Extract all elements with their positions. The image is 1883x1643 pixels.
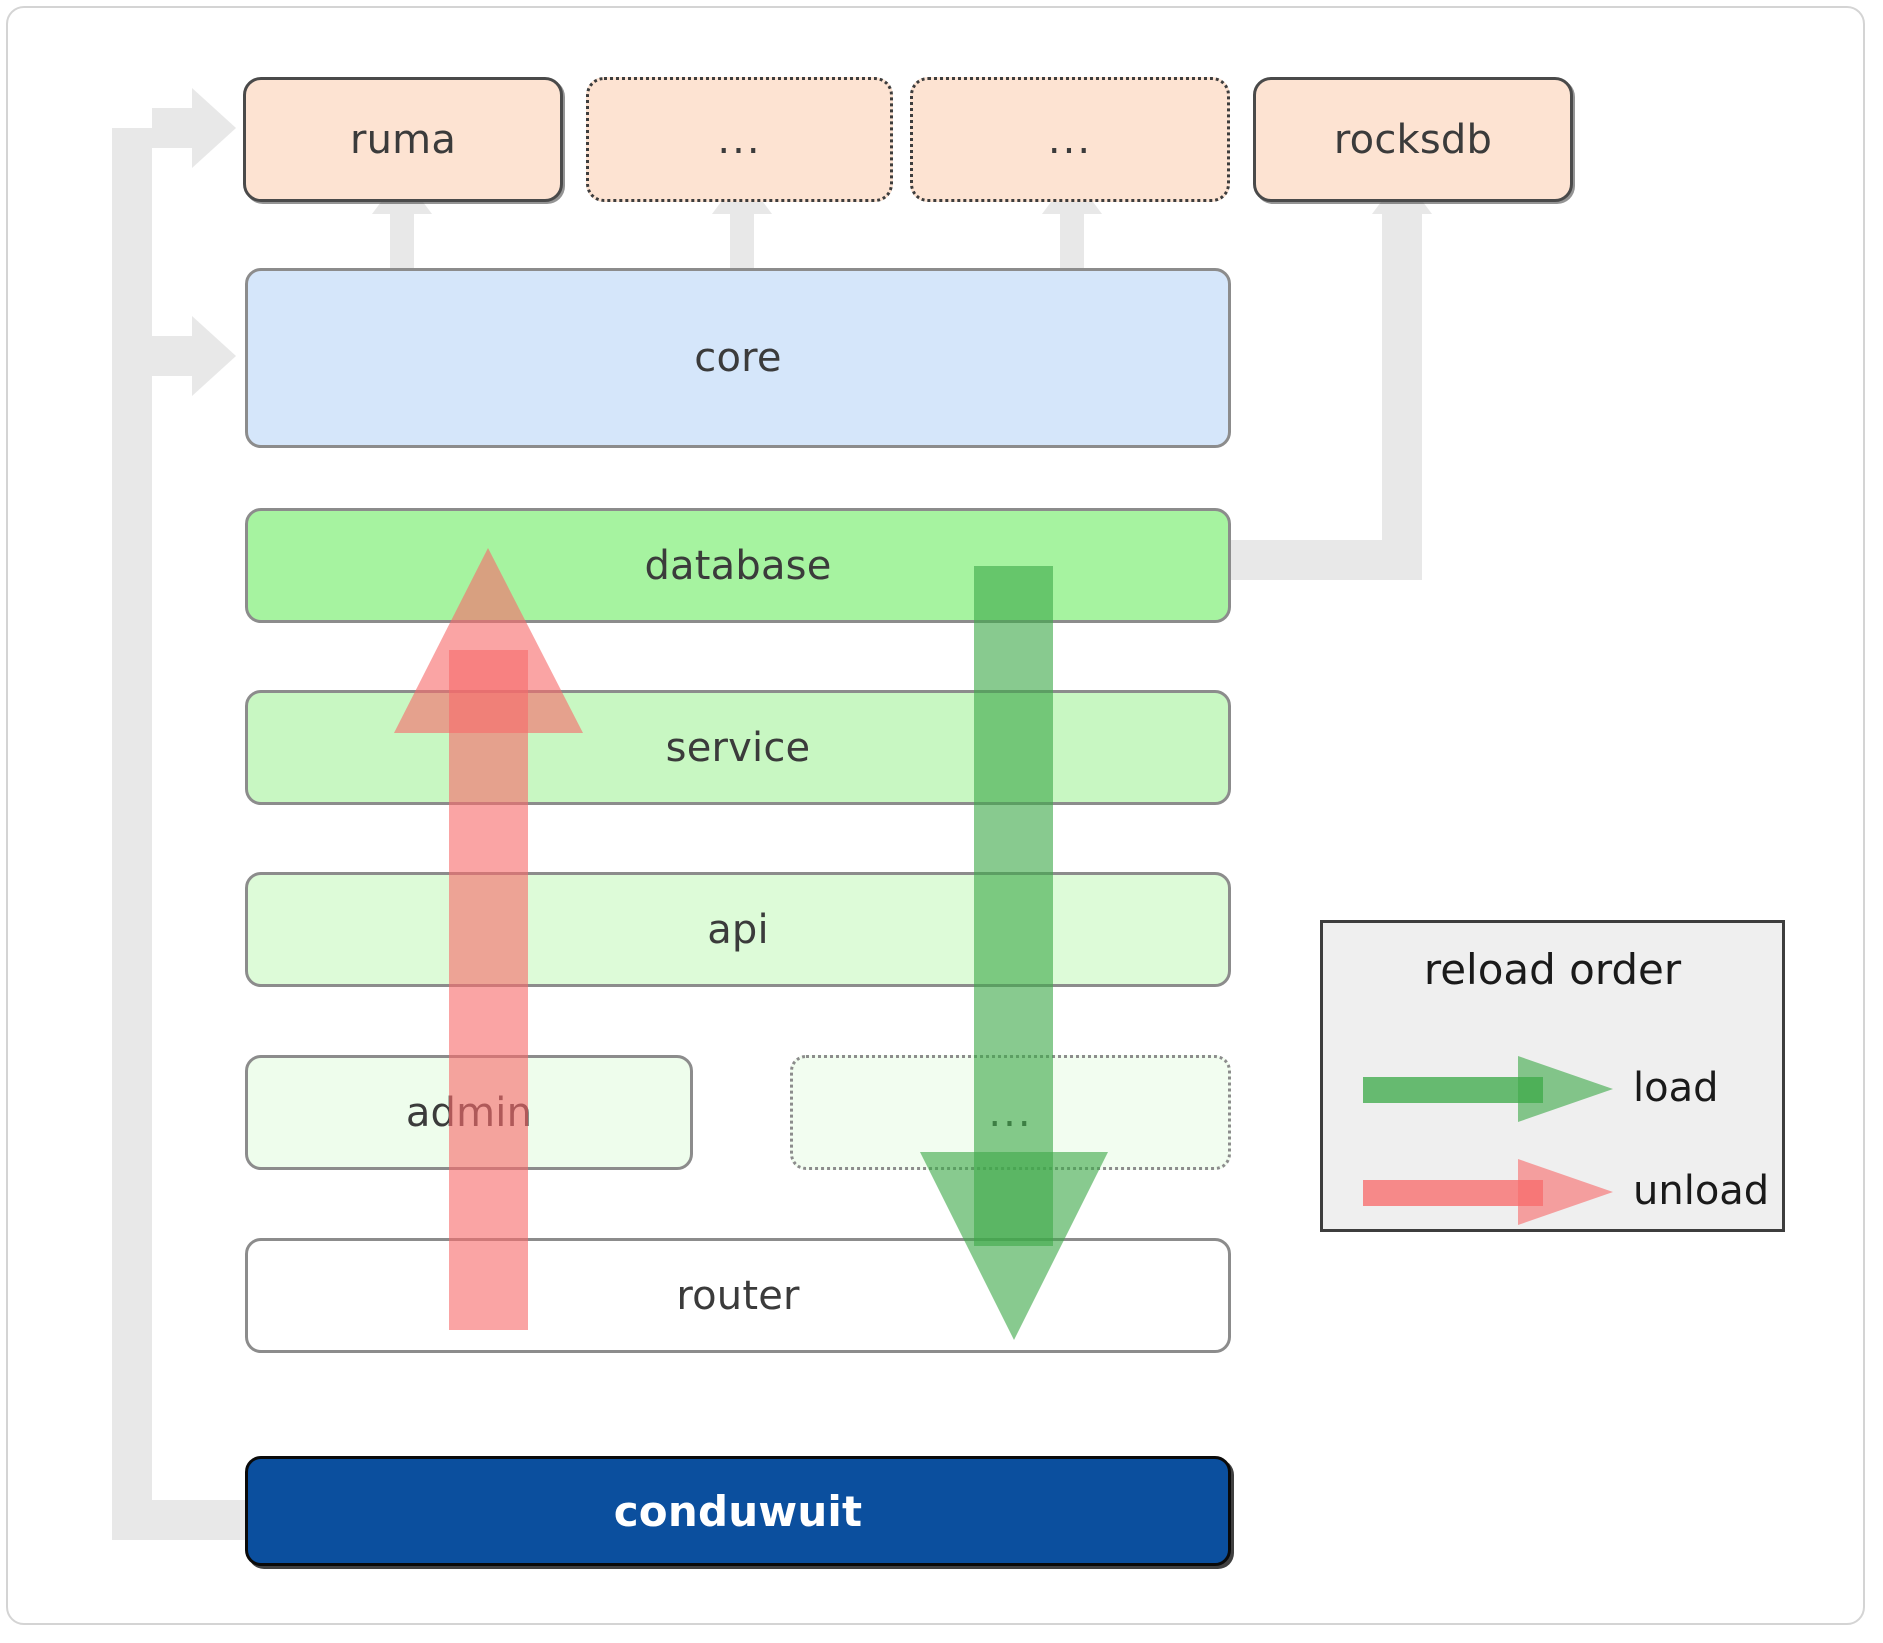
node-ruma[interactable]: ruma [243, 77, 563, 202]
node-dep-ellipsis-1[interactable]: ... [586, 77, 893, 202]
node-layer-ellipsis-label: ... [988, 1089, 1033, 1136]
node-ruma-label: ruma [349, 116, 457, 163]
node-rocksdb-label: rocksdb [1333, 116, 1493, 163]
legend-item-load: load [1363, 1048, 1753, 1128]
node-core[interactable]: core [245, 268, 1231, 448]
node-service[interactable]: service [245, 690, 1231, 805]
node-layer-ellipsis[interactable]: ... [790, 1055, 1231, 1170]
legend-box: reload order load unload [1320, 920, 1785, 1232]
node-database[interactable]: database [245, 508, 1231, 623]
node-service-label: service [665, 724, 811, 771]
node-router-label: router [676, 1272, 800, 1319]
node-database-label: database [644, 542, 832, 589]
unload-arrow-icon [1363, 1159, 1613, 1225]
node-dep-ellipsis-2[interactable]: ... [910, 77, 1230, 202]
node-admin[interactable]: admin [245, 1055, 693, 1170]
node-router[interactable]: router [245, 1238, 1231, 1353]
node-conduwuit-label: conduwuit [613, 1486, 863, 1536]
node-core-label: core [694, 335, 782, 381]
legend-label-load: load [1633, 1065, 1719, 1111]
legend-label-unload: unload [1633, 1168, 1770, 1214]
node-rocksdb[interactable]: rocksdb [1253, 77, 1573, 202]
diagram-panel [6, 6, 1865, 1625]
node-dep-ellipsis-2-label: ... [1047, 116, 1093, 163]
legend-title: reload order [1423, 945, 1682, 994]
node-api-label: api [707, 906, 769, 953]
node-conduwuit[interactable]: conduwuit [245, 1456, 1231, 1566]
node-dep-ellipsis-1-label: ... [717, 116, 762, 163]
node-admin-label: admin [405, 1089, 533, 1136]
load-arrow-icon [1363, 1056, 1613, 1122]
legend-item-unload: unload [1363, 1151, 1769, 1231]
node-api[interactable]: api [245, 872, 1231, 987]
